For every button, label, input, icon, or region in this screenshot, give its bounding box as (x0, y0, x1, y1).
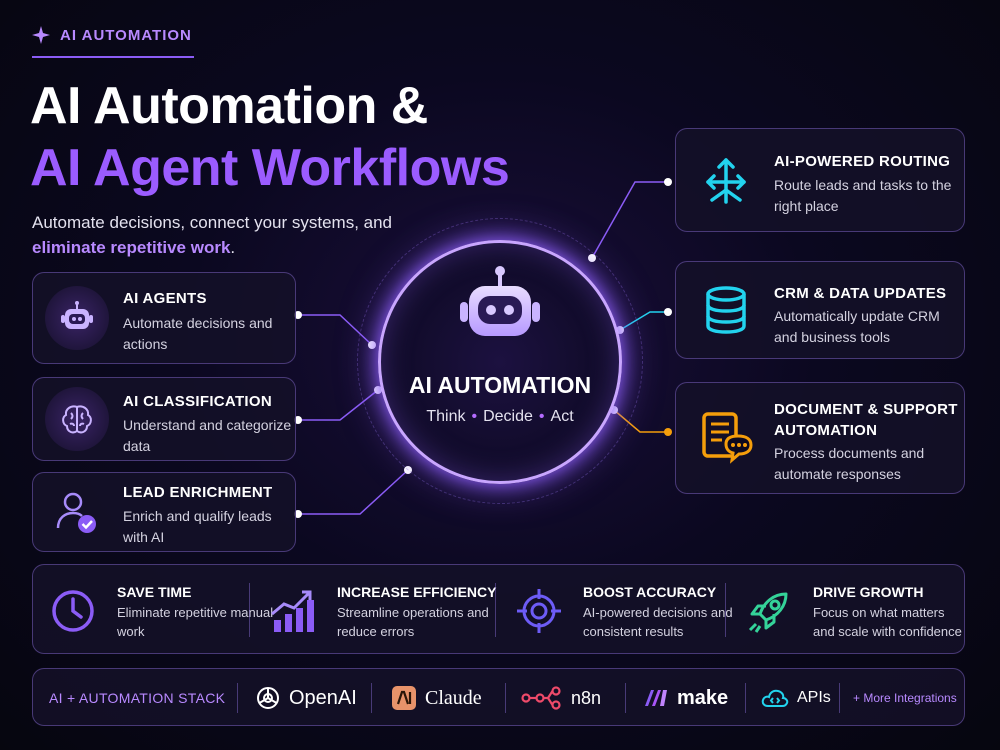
growth-chart-icon (267, 585, 319, 637)
stack-item-label: APIs (797, 689, 831, 706)
benefit-save-time: SAVE TIME Eliminate repetitive manual wo… (33, 565, 273, 655)
header-tag: AI AUTOMATION (32, 26, 192, 44)
card-ai-agents: AI AGENTS Automate decisions and actions (32, 272, 296, 364)
stack-item-n8n: n8n (521, 669, 601, 727)
page-title-line1: AI Automation & (30, 77, 428, 135)
subtitle-suffix: . (230, 238, 236, 257)
card-desc: Automatically update CRM and business to… (774, 308, 940, 345)
benefit-title: INCREASE EFFICIENCY (337, 584, 497, 600)
hub-title: AI AUTOMATION (408, 372, 592, 398)
hub-step: Act (550, 408, 574, 425)
database-icon (694, 278, 758, 342)
page-subtitle: Automate decisions, connect your systems… (32, 210, 412, 260)
divider (371, 683, 372, 713)
header-tag-underline (32, 56, 194, 58)
benefit-desc: Streamline operations and reduce errors (337, 605, 489, 639)
openai-logo-icon (257, 687, 279, 709)
card-title: CRM & DATA UPDATES (774, 285, 947, 302)
stack-item-label: n8n (571, 687, 602, 708)
hub-step: Decide (483, 408, 533, 425)
divider (725, 583, 726, 637)
stack-item-label: Claude (425, 686, 482, 709)
divider (249, 583, 250, 637)
make-logo-icon (645, 690, 667, 706)
benefit-desc: Eliminate repetitive manual work (117, 605, 274, 639)
benefit-desc: AI-powered decisions and consistent resu… (583, 605, 733, 639)
hub-outer-ring (357, 218, 643, 504)
benefit-accuracy: BOOST ACCURACY AI-powered decisions and … (499, 565, 733, 655)
benefit-growth: DRIVE GROWTH Focus on what matters and s… (729, 565, 965, 655)
stack-item-make: make (643, 669, 728, 727)
card-ai-classification: AI CLASSIFICATION Understand and categor… (32, 377, 296, 461)
benefit-title: SAVE TIME (117, 584, 192, 600)
card-crm-updates: CRM & DATA UPDATES Automatically update … (675, 261, 965, 359)
card-title: AI AGENTS (123, 290, 207, 307)
card-desc: Process documents and automate responses (774, 445, 925, 482)
document-chat-icon (694, 406, 758, 470)
benefit-efficiency: INCREASE EFFICIENCY Streamline operation… (253, 565, 497, 655)
divider (839, 683, 840, 713)
subtitle-text: Automate decisions, connect your systems… (32, 213, 393, 232)
sparkle-icon (32, 26, 50, 44)
step-separator: • (471, 408, 478, 425)
divider (505, 683, 506, 713)
card-ai-routing: AI-POWERED ROUTING Route leads and tasks… (675, 128, 965, 232)
stack-item-claude: Claude (391, 669, 482, 727)
n8n-logo-icon (521, 686, 561, 710)
step-separator: • (538, 408, 545, 425)
api-cloud-icon (761, 689, 789, 707)
clock-icon (47, 585, 99, 637)
divider (495, 583, 496, 637)
card-desc: Understand and categorize data (123, 417, 292, 454)
header-tag-label: AI AUTOMATION (60, 26, 192, 44)
hub-steps: Think • Decide • Act (378, 408, 622, 426)
automation-stack-bar: AI + AUTOMATION STACK OpenAI Claude n8n … (32, 668, 965, 726)
card-lead-enrichment: LEAD ENRICHMENT Enrich and qualify leads… (32, 472, 296, 552)
brain-icon (45, 387, 109, 451)
stack-label-text: AI + AUTOMATION STACK (49, 690, 226, 706)
benefit-desc: Focus on what matters and scale with con… (813, 605, 962, 639)
rocket-icon (743, 585, 795, 637)
divider (237, 683, 238, 713)
user-check-icon (45, 480, 109, 544)
claude-logo-icon (392, 686, 416, 710)
subtitle-highlight: eliminate repetitive work (32, 238, 231, 257)
more-integrations-label: + More Integrations (853, 691, 957, 705)
stack-item-label: make (677, 686, 729, 709)
page-title-line2: AI Agent Workflows (30, 139, 510, 197)
card-desc: Enrich and qualify leads with AI (123, 508, 272, 545)
card-title: DOCUMENT & SUPPORT AUTOMATION (774, 401, 958, 439)
target-icon (513, 585, 565, 637)
benefit-title: DRIVE GROWTH (813, 584, 924, 600)
stack-item-openai: OpenAI (255, 669, 357, 727)
card-document-support: DOCUMENT & SUPPORT AUTOMATION Process do… (675, 382, 965, 494)
card-title: LEAD ENRICHMENT (123, 484, 273, 501)
hub-step: Think (426, 408, 466, 425)
divider (625, 683, 626, 713)
card-desc: Route leads and tasks to the right place (774, 177, 952, 214)
stack-item-label: OpenAI (289, 686, 357, 709)
hub-robot-icon (460, 266, 540, 336)
card-title: AI CLASSIFICATION (123, 393, 272, 410)
benefit-title: BOOST ACCURACY (583, 584, 717, 600)
stack-label: AI + AUTOMATION STACK (49, 669, 225, 727)
card-title: AI-POWERED ROUTING (774, 153, 951, 170)
card-desc: Automate decisions and actions (123, 315, 273, 352)
robot-icon (45, 286, 109, 350)
benefits-bar: SAVE TIME Eliminate repetitive manual wo… (32, 564, 965, 654)
stack-item-apis: APIs (761, 669, 831, 727)
routing-arrows-icon (694, 148, 758, 212)
divider (745, 683, 746, 713)
more-integrations-link[interactable]: + More Integrations (853, 669, 957, 727)
